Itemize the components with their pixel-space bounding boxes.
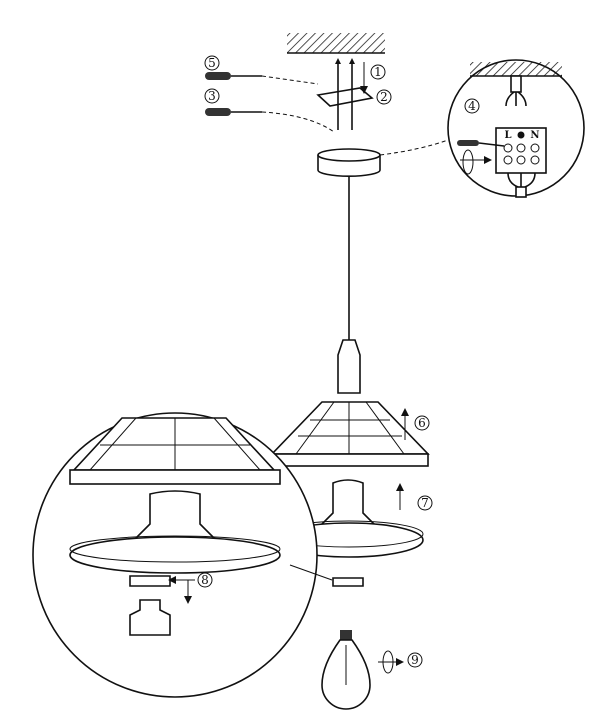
svg-text:7: 7 <box>421 496 429 510</box>
screwdriver-5 <box>205 72 319 85</box>
ceiling <box>287 33 385 54</box>
retaining-ring <box>332 577 364 587</box>
canopy <box>317 139 449 340</box>
mounting-bracket <box>316 58 374 130</box>
step-9: 9 <box>407 652 423 668</box>
step-2: 2 <box>376 89 392 105</box>
ground-icon <box>517 131 525 139</box>
step-4: 4 <box>464 98 480 114</box>
svg-text:4: 4 <box>468 99 476 113</box>
lamp-holder <box>337 339 361 394</box>
step-labels: 1 2 3 4 5 6 7 8 9 <box>197 55 480 668</box>
detail-inset <box>32 412 333 698</box>
bulb <box>321 630 404 710</box>
step-6: 6 <box>414 415 430 431</box>
svg-text:5: 5 <box>208 56 216 70</box>
cage-shade <box>270 401 430 467</box>
svg-text:6: 6 <box>418 416 426 430</box>
step-8: 8 <box>197 572 213 588</box>
step-1: 1 <box>370 64 386 80</box>
svg-text:8: 8 <box>201 573 209 587</box>
step-3: 3 <box>204 88 220 104</box>
svg-text:9: 9 <box>411 653 419 667</box>
svg-text:2: 2 <box>380 90 388 104</box>
svg-text:N: N <box>530 130 539 141</box>
svg-text:L: L <box>504 130 511 141</box>
step-7: 7 <box>417 495 433 511</box>
wiring-inset: L N <box>447 59 585 198</box>
step-5: 5 <box>204 55 220 71</box>
svg-text:1: 1 <box>374 65 382 79</box>
screwdriver-3 <box>205 108 335 133</box>
svg-text:3: 3 <box>208 89 216 103</box>
